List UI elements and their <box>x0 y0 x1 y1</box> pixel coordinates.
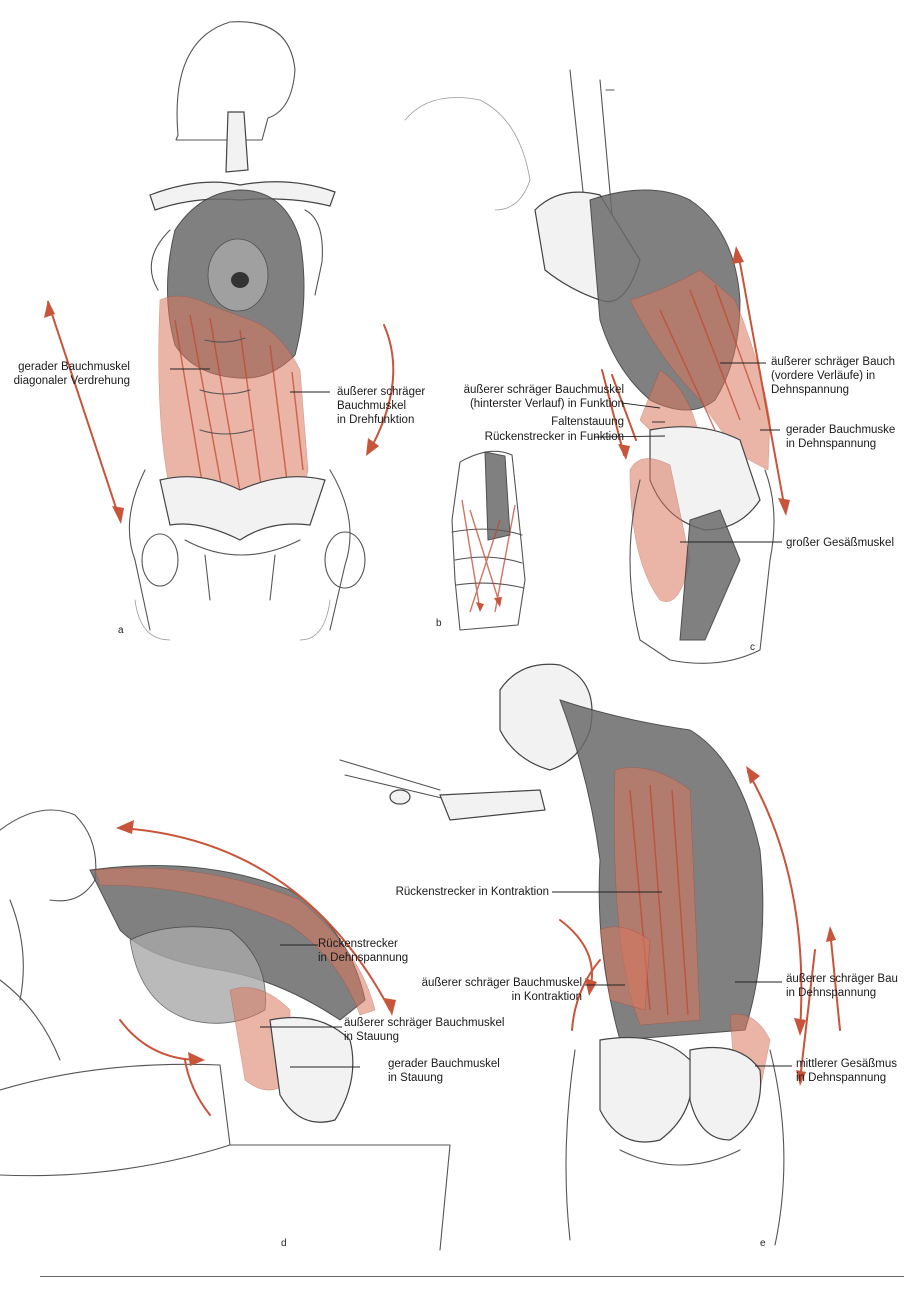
label-e-oblique-stretch-line2: in Dehnspannung <box>786 987 877 999</box>
label-a-oblique-line3: in Drehfunktion <box>337 414 415 426</box>
label-d-oblique-line2: in Stauung <box>344 1031 399 1043</box>
label-d-erector: Rückenstrecker in Dehnspannung <box>318 937 408 965</box>
label-e-glute-medius-line1: mittlerer Gesäßmus <box>796 1058 897 1070</box>
label-c-rectus: gerader Bauchmuske in Dehnspannung <box>786 423 895 451</box>
label-a-oblique: äußerer schräger Bauchmuskel in Drehfunk… <box>337 385 425 427</box>
label-c-oblique-front-line3: Dehnspannung <box>771 384 850 396</box>
label-a-oblique-line2: Bauchmuskel <box>337 400 407 412</box>
label-e-erector: Rückenstrecker in Kontraktion <box>395 886 549 898</box>
page-bottom-rule <box>40 1276 904 1277</box>
label-c-oblique-posterior: äußerer schräger Bauchmuskel (hinterster… <box>464 383 624 411</box>
label-c-fold: Faltenstauung <box>551 416 624 428</box>
label-d-oblique-line1: äußerer schräger Bauchmuskel <box>344 1017 505 1029</box>
figure-letter-b: b <box>436 618 442 629</box>
label-e-oblique-contraction-line2: in Kontraktion <box>511 991 582 1003</box>
label-c-erector: Rückenstrecker in Funktion <box>484 431 624 443</box>
label-c-rectus-line1: gerader Bauchmuske <box>786 424 896 436</box>
label-c-oblique-front-line1: äußerer schräger Bauch <box>771 356 896 368</box>
label-a-rectus-line2: diagonaler Verdrehung <box>13 375 130 387</box>
label-e-glute-medius-line2: in Dehnspannung <box>796 1072 887 1084</box>
label-e-oblique-stretch-line1: äußerer schräger Bau <box>786 973 898 985</box>
label-d-erector-line1: Rückenstrecker <box>318 938 398 950</box>
label-e-oblique-contraction-line1: äußerer schräger Bauchmuskel <box>421 977 582 989</box>
label-d-rectus-line1: gerader Bauchmuskel <box>388 1058 500 1070</box>
label-a-oblique-line1: äußerer schräger <box>337 386 426 398</box>
figure-a-torso <box>44 21 395 641</box>
label-d-rectus: gerader Bauchmuskel in Stauung <box>388 1057 500 1085</box>
figure-c-side-torso <box>404 69 790 664</box>
label-c-oblique-posterior-line2: (hinterster Verlauf) in Funktion <box>469 398 624 410</box>
label-c-oblique-posterior-line1: äußerer schräger Bauchmuskel <box>463 384 624 396</box>
label-e-oblique-stretch: äußerer schräger Bau in Dehnspannung <box>786 972 898 1000</box>
figure-letter-e: e <box>760 1238 766 1249</box>
label-e-oblique-contraction: äußerer schräger Bauchmuskel in Kontrakt… <box>422 976 582 1004</box>
label-a-rectus: gerader Bauchmuskel diagonaler Verdrehun… <box>14 360 130 388</box>
figure-letter-d: d <box>281 1238 287 1249</box>
figure-b-schematic <box>451 450 526 631</box>
label-c-rectus-line2: in Dehnspannung <box>786 438 877 450</box>
figure-letter-c: c <box>750 642 755 653</box>
figure-e-back-torso <box>339 663 841 1246</box>
label-e-glute-medius: mittlerer Gesäßmus in Dehnspannung <box>796 1057 897 1085</box>
label-c-oblique-front-line2: (vordere Verläufe) in <box>771 370 876 382</box>
label-a-rectus-line1: gerader Bauchmuskel <box>18 361 130 373</box>
figure-letter-a: a <box>118 625 124 636</box>
label-c-oblique-front: äußerer schräger Bauch (vordere Verläufe… <box>771 355 895 397</box>
label-d-rectus-line2: in Stauung <box>388 1072 443 1084</box>
figure-d-bent-torso <box>0 809 451 1251</box>
label-c-glute: großer Gesäßmuskel <box>786 537 895 549</box>
label-d-oblique: äußerer schräger Bauchmuskel in Stauung <box>344 1016 504 1044</box>
label-d-erector-line2: in Dehnspannung <box>318 952 409 964</box>
